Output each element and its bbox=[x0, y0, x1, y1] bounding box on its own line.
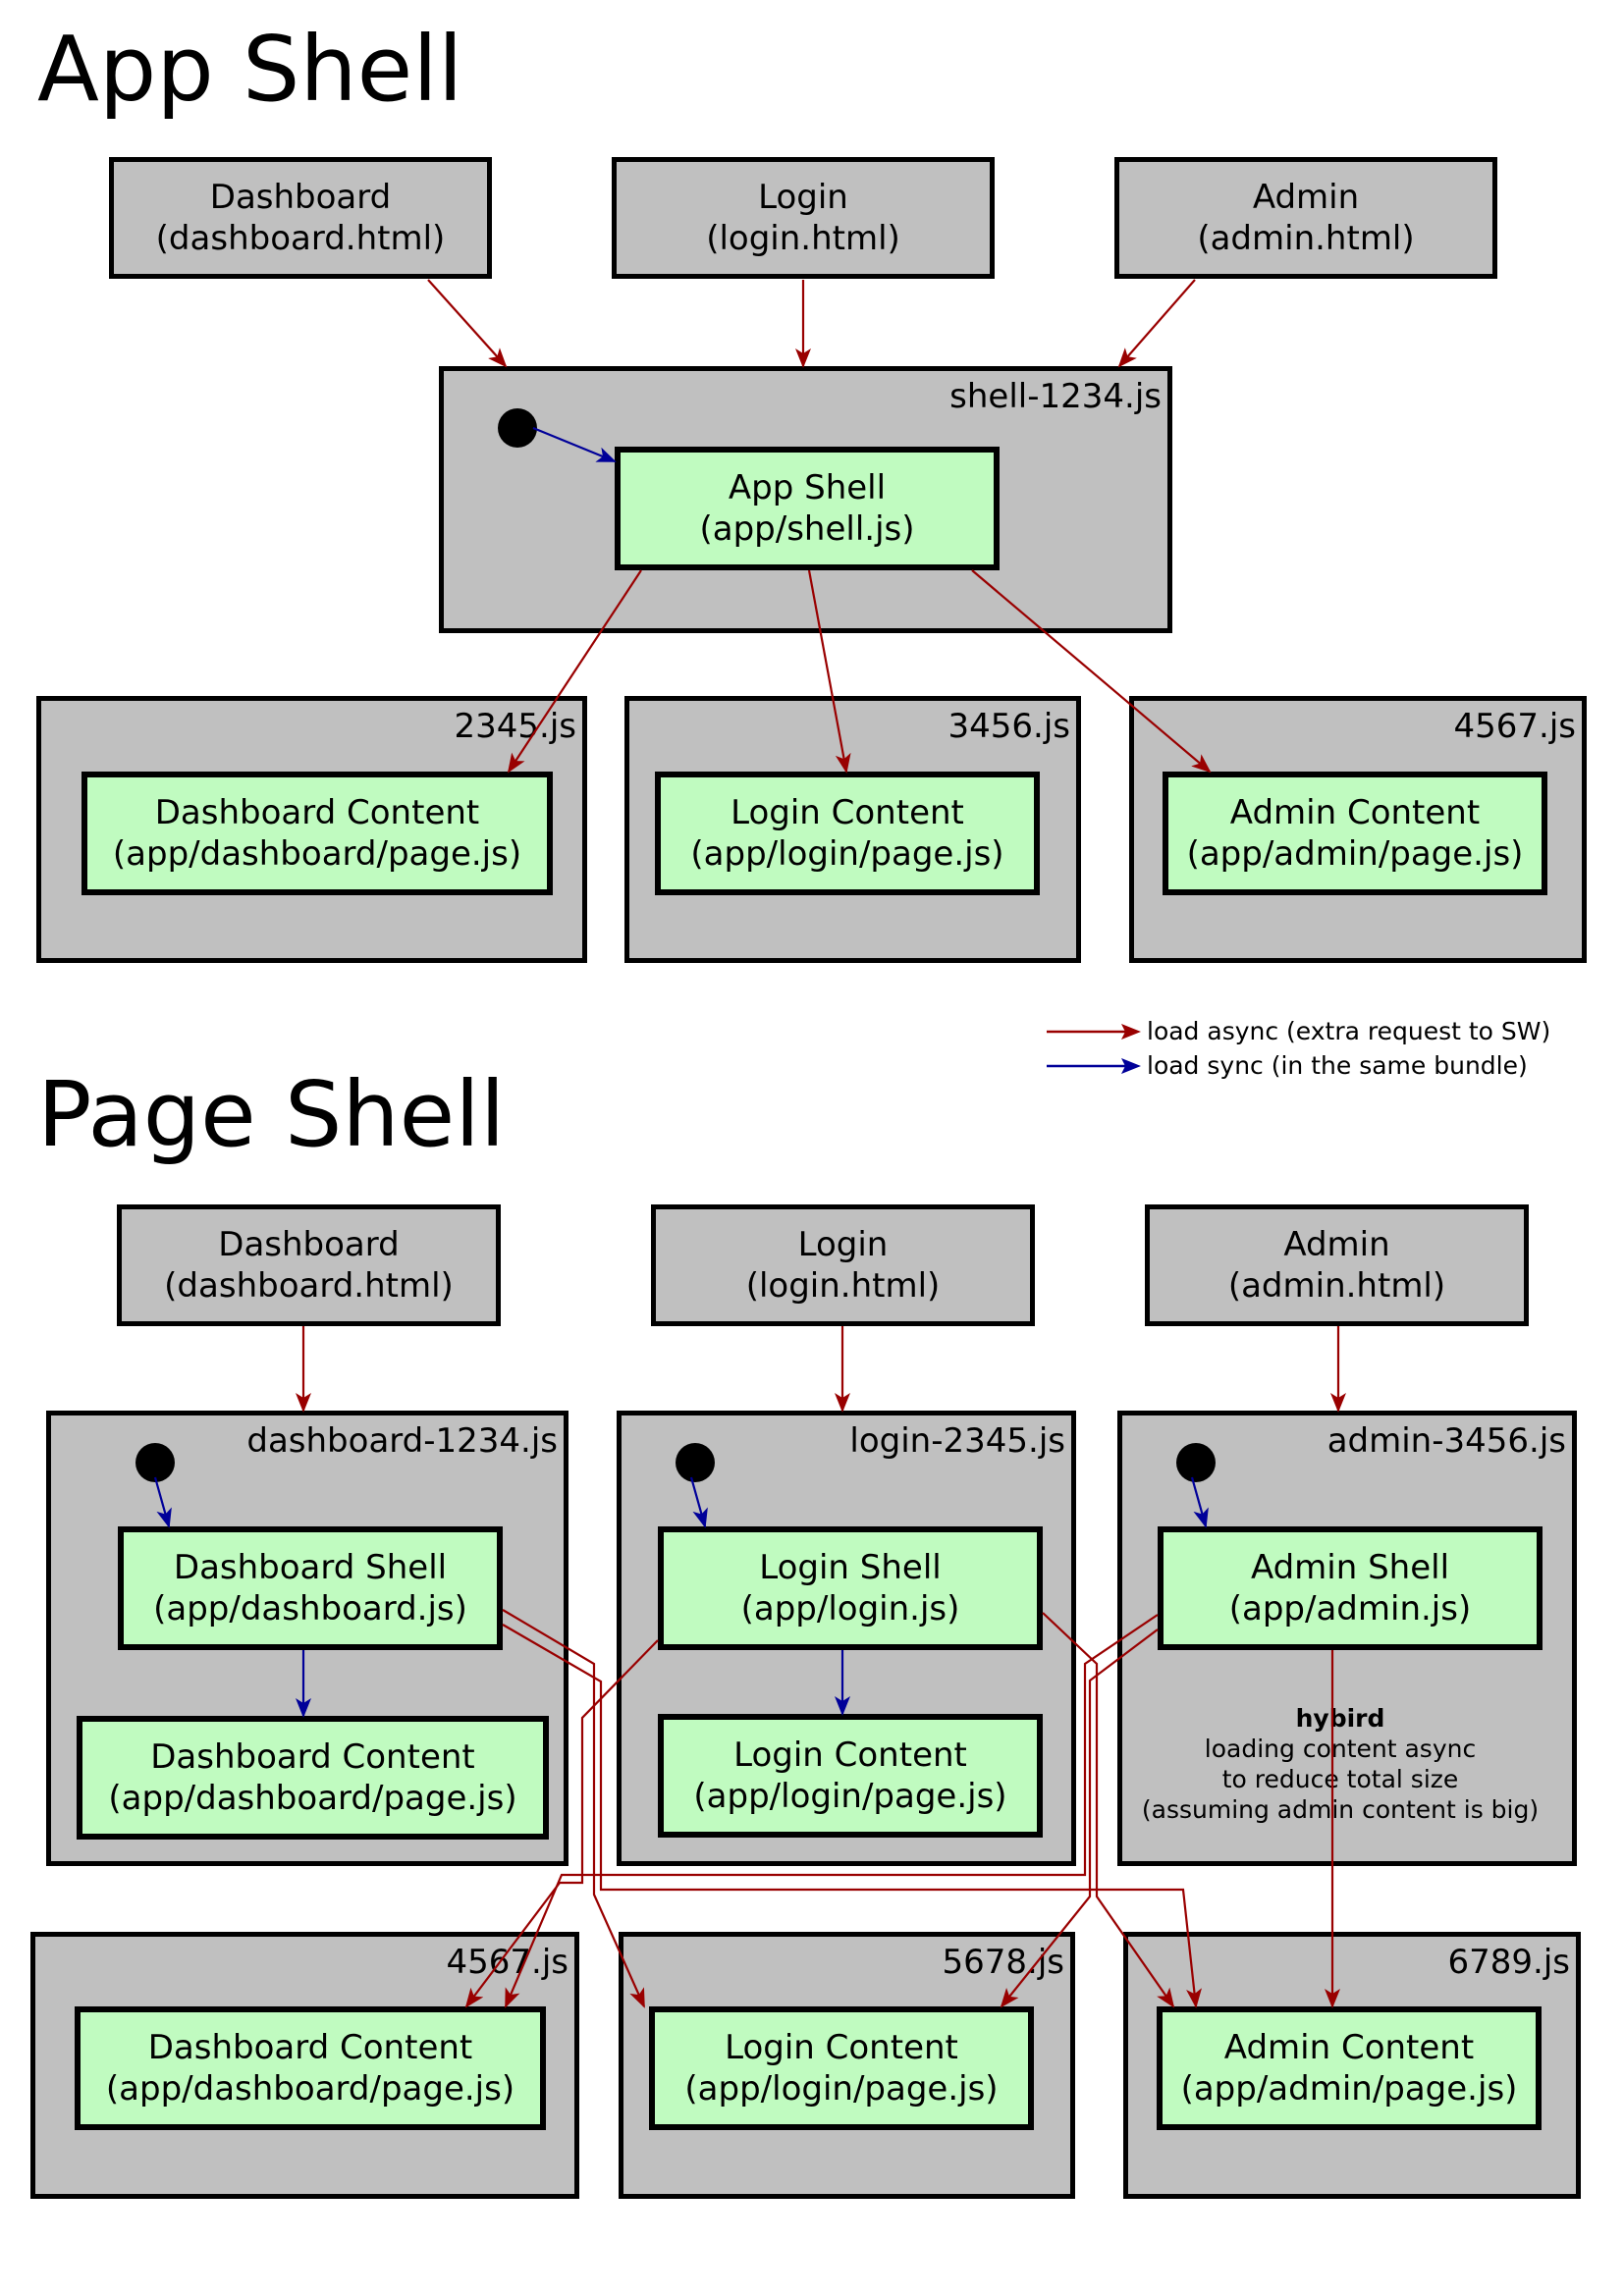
module-name: Admin Content bbox=[1229, 793, 1481, 832]
ps-login-content-module: Login Content (app/login/page.js) bbox=[649, 2006, 1034, 2130]
module-file: (app/admin/page.js) bbox=[1180, 2069, 1518, 2109]
page-file: (login.html) bbox=[745, 1266, 941, 1306]
sync-arrow-icon bbox=[1047, 1057, 1141, 1074]
app-admin-content-module: Admin Content (app/admin/page.js) bbox=[1163, 772, 1547, 895]
module-file: (app/dashboard/page.js) bbox=[108, 1779, 517, 1818]
ps-page-admin: Admin (admin.html) bbox=[1145, 1204, 1529, 1326]
module-name: Login Content bbox=[733, 1735, 967, 1775]
bundle-label: 4567.js bbox=[446, 1943, 569, 1982]
module-file: (app/admin/page.js) bbox=[1186, 834, 1524, 874]
entry-dot-icon bbox=[135, 1443, 175, 1482]
app-dashboard-content-module: Dashboard Content (app/dashboard/page.js… bbox=[81, 772, 553, 895]
legend-async-label: load async (extra request to SW) bbox=[1147, 1017, 1551, 1045]
page-file: (admin.html) bbox=[1227, 1266, 1446, 1306]
page-shell-title: Page Shell bbox=[37, 1062, 506, 1167]
ps-dashboard-content-module: Dashboard Content (app/dashboard/page.js… bbox=[75, 2006, 546, 2130]
hybrid-note-line: loading content async bbox=[1204, 1735, 1477, 1763]
module-file: (app/login.js) bbox=[740, 1589, 960, 1629]
bundle-label: 2345.js bbox=[454, 707, 577, 746]
page-name: Dashboard bbox=[218, 1225, 400, 1264]
module-file: (app/admin.js) bbox=[1228, 1589, 1472, 1629]
page-name: Dashboard bbox=[209, 178, 392, 217]
ps-admin-content-module: Admin Content (app/admin/page.js) bbox=[1157, 2006, 1542, 2130]
page-file: (login.html) bbox=[706, 219, 900, 258]
login-content-module: Login Content (app/login/page.js) bbox=[658, 1714, 1043, 1838]
app-page-admin: Admin (admin.html) bbox=[1114, 157, 1497, 279]
module-name: Login Content bbox=[725, 2028, 958, 2067]
app-shell-title: App Shell bbox=[37, 17, 463, 122]
ps-page-dashboard: Dashboard (dashboard.html) bbox=[117, 1204, 501, 1326]
bundle-label: 4567.js bbox=[1453, 707, 1577, 746]
module-file: (app/dashboard/page.js) bbox=[112, 834, 522, 874]
bundle-label: login-2345.js bbox=[849, 1421, 1065, 1461]
ps-page-login: Login (login.html) bbox=[651, 1204, 1035, 1326]
legend: load async (extra request to SW) load sy… bbox=[1047, 1014, 1550, 1083]
page-file: (dashboard.html) bbox=[155, 219, 446, 258]
app-login-content-module: Login Content (app/login/page.js) bbox=[655, 772, 1040, 895]
login-shell-module: Login Shell (app/login.js) bbox=[658, 1526, 1043, 1650]
page-name: Login bbox=[797, 1225, 889, 1264]
legend-async: load async (extra request to SW) bbox=[1047, 1014, 1550, 1048]
hybrid-note-line: (assuming admin content is big) bbox=[1141, 1795, 1540, 1824]
hybrid-note-title: hybird bbox=[1295, 1704, 1385, 1733]
dashboard-content-module: Dashboard Content (app/dashboard/page.js… bbox=[77, 1716, 549, 1840]
module-name: Dashboard Content bbox=[154, 793, 480, 832]
entry-dot-icon bbox=[1176, 1443, 1216, 1482]
entry-dot-icon bbox=[498, 408, 537, 448]
async-arrow-icon bbox=[1047, 1023, 1141, 1040]
module-file: (app/login/page.js) bbox=[684, 2069, 999, 2109]
dashboard-shell-module: Dashboard Shell (app/dashboard.js) bbox=[118, 1526, 503, 1650]
module-name: App Shell bbox=[728, 468, 887, 507]
bundle-label: 6789.js bbox=[1447, 1943, 1571, 1982]
bundle-label: 5678.js bbox=[942, 1943, 1065, 1982]
module-file: (app/login/page.js) bbox=[690, 834, 1004, 874]
page-file: (admin.html) bbox=[1197, 219, 1415, 258]
module-file: (app/dashboard.js) bbox=[153, 1589, 467, 1629]
module-name: Login Content bbox=[731, 793, 964, 832]
app-page-dashboard: Dashboard (dashboard.html) bbox=[109, 157, 492, 279]
bundle-label: dashboard-1234.js bbox=[246, 1421, 558, 1461]
bundle-label: admin-3456.js bbox=[1326, 1421, 1566, 1461]
hybrid-note-line: to reduce total size bbox=[1221, 1765, 1459, 1793]
async-arrow bbox=[427, 279, 508, 368]
module-file: (app/dashboard/page.js) bbox=[105, 2069, 515, 2109]
app-page-login: Login (login.html) bbox=[612, 157, 995, 279]
page-name: Admin bbox=[1252, 178, 1360, 217]
module-file: (app/login/page.js) bbox=[693, 1777, 1007, 1816]
legend-sync: load sync (in the same bundle) bbox=[1047, 1048, 1550, 1083]
page-name: Admin bbox=[1283, 1225, 1390, 1264]
bundle-label: shell-1234.js bbox=[949, 377, 1162, 416]
admin-shell-module: Admin Shell (app/admin.js) bbox=[1158, 1526, 1543, 1650]
module-name: Dashboard Content bbox=[150, 1737, 475, 1777]
async-arrow bbox=[1117, 279, 1196, 368]
legend-sync-label: load sync (in the same bundle) bbox=[1147, 1051, 1528, 1080]
module-name: Admin Content bbox=[1223, 2028, 1475, 2067]
module-file: (app/shell.js) bbox=[699, 509, 915, 549]
app-shell-module: App Shell (app/shell.js) bbox=[615, 447, 1000, 570]
module-name: Admin Shell bbox=[1250, 1548, 1450, 1587]
page-name: Login bbox=[758, 178, 848, 217]
entry-dot-icon bbox=[676, 1443, 715, 1482]
module-name: Dashboard Content bbox=[147, 2028, 473, 2067]
module-name: Dashboard Shell bbox=[173, 1548, 448, 1587]
hybrid-note: hybird loading content async to reduce t… bbox=[1129, 1703, 1551, 1825]
bundle-label: 3456.js bbox=[947, 707, 1071, 746]
page-file: (dashboard.html) bbox=[164, 1266, 454, 1306]
module-name: Login Shell bbox=[759, 1548, 942, 1587]
